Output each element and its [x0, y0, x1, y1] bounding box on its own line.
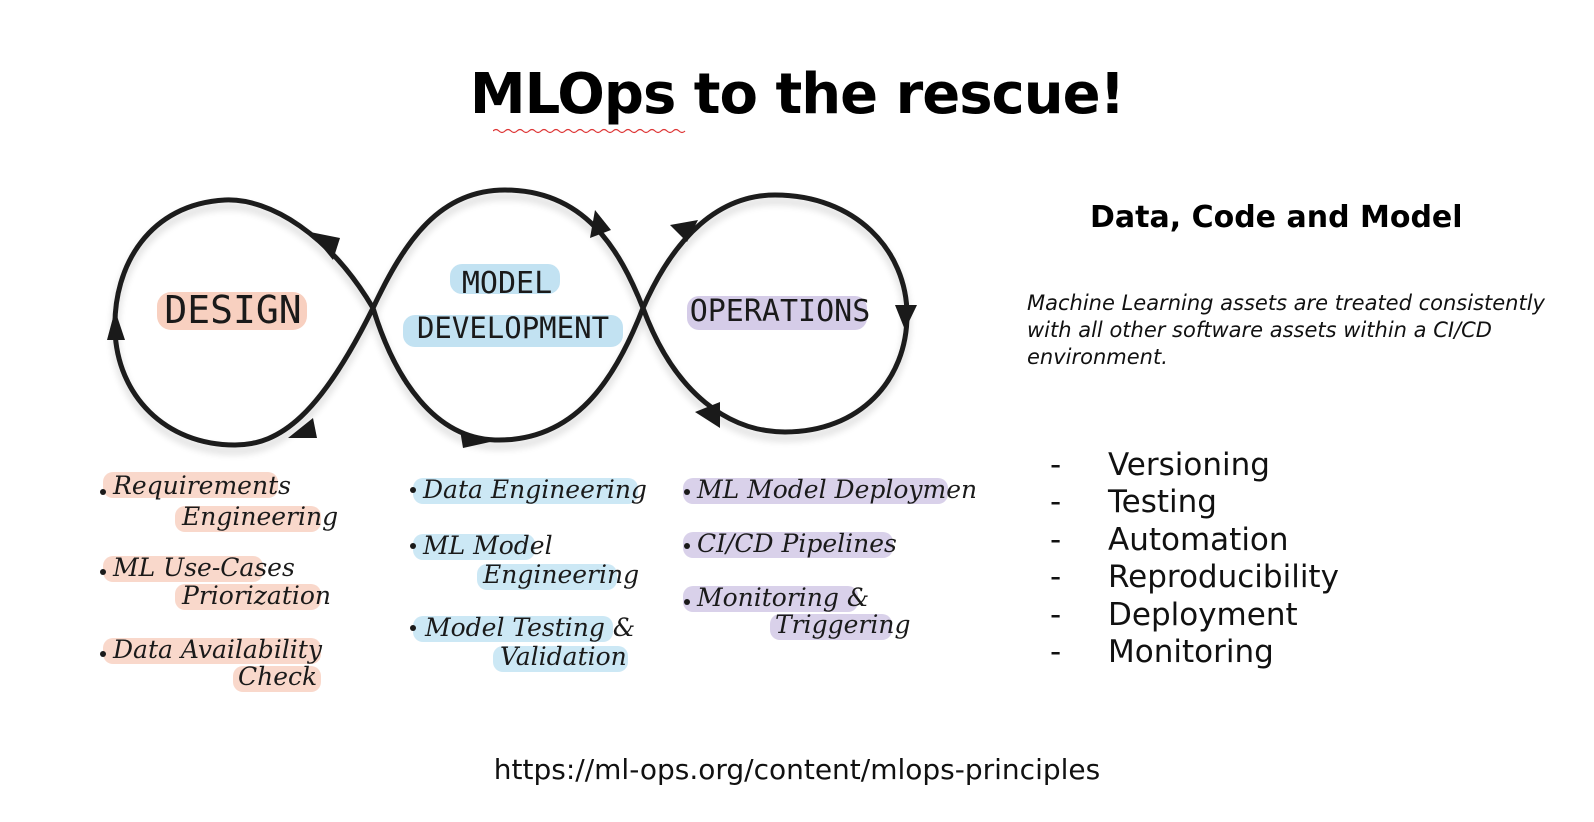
model-highlight-1 — [450, 264, 560, 294]
design-items: Requirements Engineering ML Use-Cases Pr… — [100, 471, 338, 692]
model-item-1-line1: Data Engineering — [422, 475, 647, 504]
model-item-3-line1: Model Testing & — [424, 613, 635, 642]
model-item-3-line2: Validation — [500, 642, 627, 671]
list-item: -Monitoring — [1050, 634, 1274, 671]
arrow-icon — [590, 210, 611, 238]
operations-items: ML Model Deployment CI/CD Pipelines Moni… — [683, 475, 975, 640]
mlops-loop-diagram: DESIGN MODEL DEVELOPMENT OPERATIONS Requ… — [100, 187, 975, 692]
arrow-heads — [107, 210, 917, 448]
operations-highlight — [687, 296, 867, 330]
operations-item-3-line2: Triggering — [775, 610, 910, 639]
model-label-line2: DEVELOPMENT — [417, 311, 609, 345]
model-items: Data Engineering ML Model Engineering Mo… — [410, 475, 647, 672]
design-item-3-line2: Check — [238, 662, 317, 691]
section-subtitle: Data, Code and Model — [1090, 200, 1463, 235]
list-item: -Reproducibility — [1050, 559, 1339, 596]
list-item: -Deployment — [1050, 596, 1298, 633]
principles-list: -Versioning -Testing -Automation -Reprod… — [1050, 446, 1339, 671]
arrow-icon — [310, 232, 340, 260]
arrow-icon — [895, 305, 917, 330]
model-item-2-line2: Engineering — [482, 560, 639, 589]
list-item: -Automation — [1050, 521, 1289, 558]
design-label: DESIGN — [164, 288, 301, 332]
list-item: -Versioning — [1050, 446, 1270, 483]
page-title: MLOps to the rescue! — [469, 62, 1125, 127]
operations-item-2-line1: CI/CD Pipelines — [697, 529, 897, 558]
design-item-3-line1: Data Availability — [112, 635, 323, 664]
section-description: Machine Learning assets are treated cons… — [1027, 291, 1545, 369]
arrow-icon — [288, 418, 317, 438]
design-item-1-line1: Requirements — [112, 471, 291, 500]
arrow-icon — [460, 430, 490, 448]
list-item: -Testing — [1050, 484, 1217, 521]
design-item-2-line1: ML Use-Cases — [112, 553, 295, 582]
design-item-1-line2: Engineering — [181, 502, 338, 531]
model-highlight-2 — [403, 315, 623, 347]
model-item-2-line1: ML Model — [422, 531, 553, 560]
operations-item-3-line1: Monitoring & — [696, 583, 869, 612]
operations-item-1-line1: ML Model Deployment — [696, 475, 975, 504]
arrow-icon — [670, 220, 698, 242]
source-url: https://ml-ops.org/content/mlops-princip… — [493, 753, 1101, 786]
model-label-line1: MODEL — [462, 266, 552, 301]
arrow-icon — [107, 310, 125, 340]
design-highlight — [157, 292, 307, 330]
spellcheck-underline — [493, 128, 686, 134]
operations-label: OPERATIONS — [690, 294, 871, 329]
arrow-icon — [695, 402, 720, 428]
design-item-2-line2: Priorization — [181, 581, 331, 610]
